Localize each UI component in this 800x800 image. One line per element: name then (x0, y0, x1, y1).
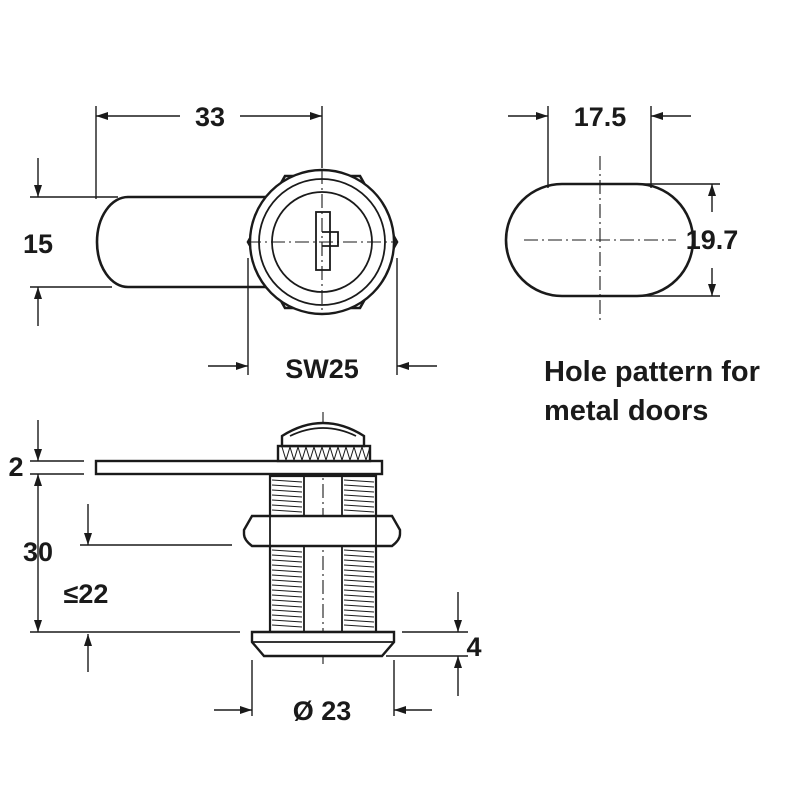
knurl-tooth (281, 446, 291, 462)
thread-line (271, 504, 303, 508)
front-view: 33 15 SW25 (23, 102, 437, 384)
thread-line (271, 489, 303, 493)
thread-line (343, 564, 375, 568)
thread-line (271, 479, 303, 483)
thread-line (271, 554, 303, 558)
cam-plate (94, 459, 384, 476)
thread-line (343, 479, 375, 483)
thread-line (343, 549, 375, 553)
knurl-tooth (345, 446, 355, 462)
thread-line (343, 494, 375, 498)
thread-line (271, 584, 303, 588)
thread-line (271, 614, 303, 618)
side-view: 2 30 ≤22 4 Ø 23 (8, 412, 482, 726)
dim-cam-length: 33 (195, 102, 225, 132)
head-dome (280, 421, 366, 448)
thread-line (343, 574, 375, 578)
knurl-tooth (337, 446, 347, 462)
thread-line (343, 614, 375, 618)
knurl-tooth (297, 446, 307, 462)
thread-line (343, 624, 375, 628)
thread-line (343, 589, 375, 593)
thread-line (343, 554, 375, 558)
dim-hole-height: 19.7 (686, 225, 739, 255)
thread-line (271, 604, 303, 608)
collar-knurl (281, 446, 371, 462)
keyway-ward (322, 231, 339, 247)
knurl-tooth (305, 446, 315, 462)
knurl-tooth (289, 446, 299, 462)
thread-line (271, 484, 303, 488)
thread-line (271, 549, 303, 553)
knurl-tooth (329, 446, 339, 462)
caption-line-2: metal doors (544, 395, 708, 427)
dim-spanner-size: SW25 (285, 354, 359, 384)
thread-line (343, 584, 375, 588)
thread-line (343, 569, 375, 573)
thread-line (343, 559, 375, 563)
thread-line (343, 579, 375, 583)
thread-line (271, 559, 303, 563)
thread-line (343, 499, 375, 503)
thread-line (271, 619, 303, 623)
dim-flange-diameter: Ø 23 (293, 696, 352, 726)
thread-line (343, 619, 375, 623)
dim-hole-width: 17.5 (574, 102, 627, 132)
knurl-tooth (353, 446, 363, 462)
thread-line (343, 604, 375, 608)
thread-line (271, 579, 303, 583)
dim-flange-height: 4 (466, 632, 481, 662)
nut-side (242, 514, 402, 548)
thread-line (271, 499, 303, 503)
knurl-tooth (361, 446, 371, 462)
thread-line (343, 599, 375, 603)
dim-max-panel: ≤22 (64, 579, 109, 609)
flange (250, 630, 396, 658)
dim-cam-thickness: 2 (8, 452, 23, 482)
knurl-tooth (321, 446, 331, 462)
thread-line (271, 509, 303, 513)
dim-cam-width: 15 (23, 229, 53, 259)
dim-body-length: 30 (23, 537, 53, 567)
thread-line (271, 589, 303, 593)
thread-line (271, 594, 303, 598)
thread-line (343, 609, 375, 613)
caption-line-1: Hole pattern for (544, 356, 760, 388)
thread-line (271, 564, 303, 568)
thread-line (343, 484, 375, 488)
hole-pattern-view: 17.5 19.7 Hole pattern for metal doors (504, 102, 760, 427)
thread-line (343, 489, 375, 493)
thread-line (271, 609, 303, 613)
keyway-slot (315, 211, 331, 271)
head-dome-ring (289, 427, 357, 437)
thread-line (271, 599, 303, 603)
thread-line (343, 504, 375, 508)
thread-lines (271, 479, 375, 628)
thread-line (271, 624, 303, 628)
cam-lever-outline (95, 195, 290, 289)
thread-line (343, 594, 375, 598)
thread-line (271, 569, 303, 573)
thread-line (271, 494, 303, 498)
thread-line (343, 509, 375, 513)
thread-line (271, 574, 303, 578)
knurl-tooth (313, 446, 323, 462)
